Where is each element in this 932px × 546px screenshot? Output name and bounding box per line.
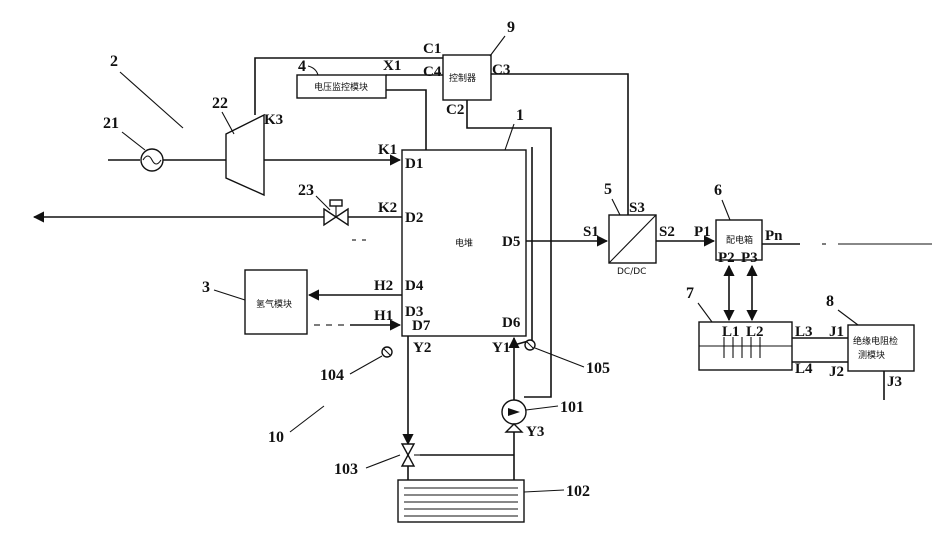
port-J3: J3	[887, 374, 902, 390]
port-Pn: Pn	[765, 228, 783, 244]
port-K3: K3	[264, 112, 283, 128]
port-S2: S2	[659, 224, 675, 240]
controller-number: 9	[507, 19, 515, 36]
radiator-leader	[524, 490, 564, 492]
pump-number: 101	[560, 399, 584, 416]
port-D4: D4	[405, 278, 424, 294]
insulation-monitor-leader	[838, 310, 858, 325]
port-Y1: Y1	[492, 340, 510, 356]
cooling-system-leader	[290, 406, 324, 432]
port-P3: P3	[741, 250, 758, 266]
port-Y2: Y2	[413, 340, 431, 356]
wire-monitor-stack	[386, 90, 426, 150]
thermostat-valve-leader	[366, 455, 400, 468]
port-C4: C4	[423, 64, 442, 80]
distribution-label: 配电箱	[726, 234, 753, 246]
thermostat-valve-top	[402, 444, 414, 455]
port-L1: L1	[722, 324, 740, 340]
back-valve-number: 23	[298, 182, 314, 199]
cooling-system-number: 10	[268, 429, 284, 446]
compressor-leader	[222, 112, 234, 134]
insulation-monitor-label-2: 测模块	[858, 349, 885, 361]
hydrogen-module-leader	[214, 290, 245, 300]
distribution-leader	[722, 200, 730, 220]
temp-sensor-104-number: 104	[320, 367, 344, 384]
air-system-number: 2	[110, 53, 118, 70]
port-S3: S3	[629, 200, 645, 216]
back-valve-right	[336, 209, 348, 225]
port-L2: L2	[746, 324, 764, 340]
hydrogen-module-label: 氢气模块	[256, 298, 292, 310]
dcdc-number: 5	[604, 181, 612, 198]
pump-leader	[526, 406, 558, 410]
port-D1: D1	[405, 156, 423, 172]
controller-label: 控制器	[449, 72, 476, 84]
compressor-number: 22	[212, 95, 228, 112]
back-valve-leader	[316, 196, 330, 210]
port-K2: K2	[378, 200, 397, 216]
port-D5: D5	[502, 234, 520, 250]
dcdc-leader	[612, 199, 620, 215]
dcdc-label: DC/DC	[617, 267, 646, 277]
stack-number: 1	[516, 107, 524, 124]
port-C2: C2	[446, 102, 464, 118]
port-S1: S1	[583, 224, 599, 240]
back-valve-left	[324, 209, 336, 225]
compressor-icon	[226, 115, 264, 195]
port-L4: L4	[795, 361, 813, 377]
back-valve-actuator	[330, 200, 342, 206]
port-H2: H2	[374, 278, 393, 294]
insulation-monitor-number: 8	[826, 293, 834, 310]
thermostat-valve-number: 103	[334, 461, 358, 478]
battery-leader	[698, 303, 712, 322]
port-P2: P2	[718, 250, 735, 266]
radiator-number: 102	[566, 483, 590, 500]
stack-label: 电堆	[455, 237, 473, 249]
battery-number: 7	[686, 285, 694, 302]
port-D2: D2	[405, 210, 423, 226]
pump-base	[506, 424, 522, 432]
air-filter-number: 21	[103, 115, 119, 132]
hydrogen-module-number: 3	[202, 279, 210, 296]
port-P1: P1	[694, 224, 711, 240]
port-X1: X1	[383, 58, 401, 74]
insulation-monitor-label-1: 绝缘电阻检	[853, 335, 898, 347]
voltage-monitor-number: 4	[298, 58, 306, 75]
controller-leader	[490, 36, 505, 56]
temp-sensor-105-number: 105	[586, 360, 610, 377]
port-D6: D6	[502, 315, 521, 331]
air-system-leader	[120, 72, 183, 128]
port-Y3: Y3	[526, 424, 544, 440]
voltage-monitor-leader	[308, 66, 318, 75]
voltage-monitor-label: 电压监控模块	[314, 81, 368, 93]
port-C1: C1	[423, 41, 441, 57]
port-H1: H1	[374, 308, 393, 324]
thermostat-valve-bottom	[402, 455, 414, 466]
temp-sensor-105-leader	[535, 348, 584, 367]
distribution-number: 6	[714, 182, 722, 199]
port-C3: C3	[492, 62, 510, 78]
temp-sensor-104-leader	[350, 356, 382, 374]
port-J2: J2	[829, 364, 844, 380]
port-K1: K1	[378, 142, 397, 158]
air-filter-leader	[122, 132, 145, 150]
insulation-monitor-box	[848, 325, 914, 371]
port-D7: D7	[412, 318, 431, 334]
